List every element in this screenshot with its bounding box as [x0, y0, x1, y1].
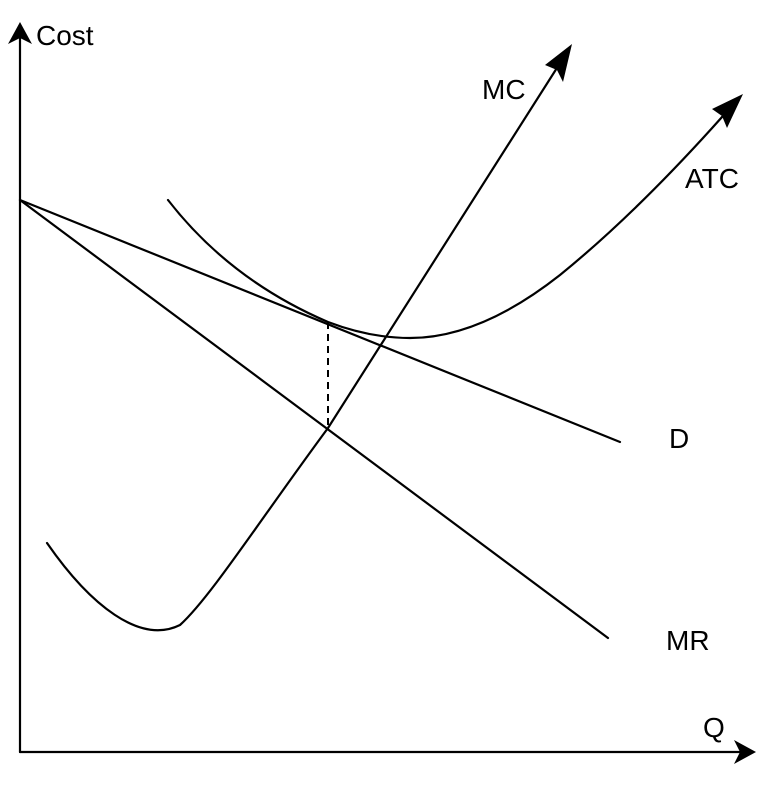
x-axis-arrowhead — [734, 740, 756, 764]
y-axis-arrowhead — [8, 22, 32, 44]
marginal-revenue-label: MR — [666, 625, 710, 656]
marginal-revenue-curve — [18, 198, 610, 640]
mc-label: MC — [482, 74, 526, 105]
atc-label: ATC — [685, 163, 739, 194]
y-axis-label: Cost — [36, 20, 94, 51]
demand-label: D — [669, 423, 689, 454]
demand-curve — [18, 198, 622, 444]
mc-curve — [45, 58, 564, 632]
x-axis-label: Q — [703, 712, 725, 743]
atc-arrowhead — [712, 94, 743, 128]
mc-arrowhead — [545, 44, 572, 82]
atc-curve — [166, 106, 732, 340]
